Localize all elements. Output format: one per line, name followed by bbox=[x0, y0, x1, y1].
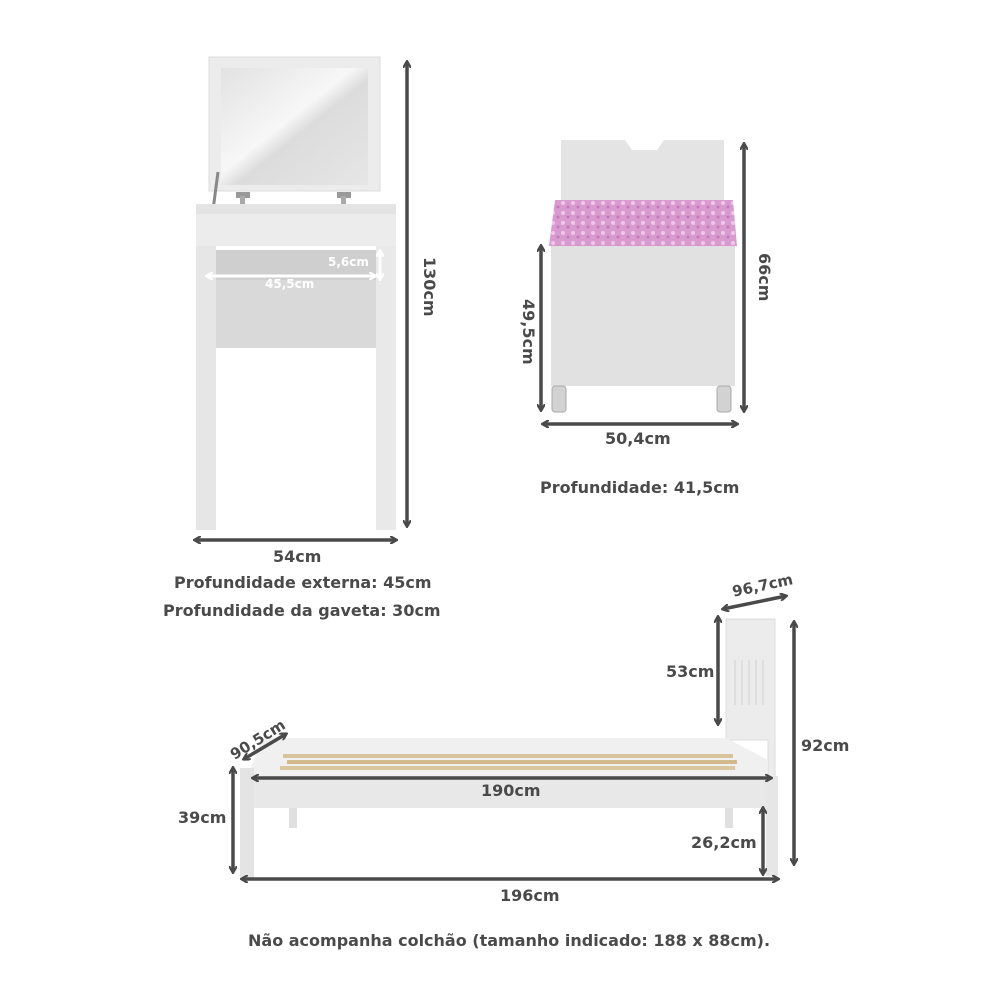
bed-inner-length-label: 190cm bbox=[481, 781, 541, 800]
drawer-width-label: 45,5cm bbox=[265, 277, 315, 291]
bed-total-height-label: 92cm bbox=[801, 736, 850, 755]
headboard-height-label: 53cm bbox=[666, 662, 715, 681]
bench-illustration bbox=[549, 140, 737, 413]
headboard-width-arrow bbox=[723, 596, 786, 609]
bed-leg-height-label: 26,2cm bbox=[691, 833, 757, 852]
bed-frame-width-arrow bbox=[244, 734, 286, 759]
vanity-depth-external: Profundidade externa: 45cm bbox=[174, 573, 432, 592]
bench-width-label: 50,4cm bbox=[605, 429, 671, 448]
vanity-width-label: 54cm bbox=[273, 547, 322, 566]
vanity-height-label: 130cm bbox=[420, 257, 439, 317]
bench-seat-height-label: 49,5cm bbox=[519, 299, 538, 365]
bed-total-length-label: 196cm bbox=[500, 886, 560, 905]
mattress-footnote: Não acompanha colchão (tamanho indicado:… bbox=[248, 931, 771, 950]
vanity-depth-drawer: Profundidade da gaveta: 30cm bbox=[163, 601, 441, 620]
vanity-illustration bbox=[196, 56, 396, 530]
bench-depth-label: Profundidade: 41,5cm bbox=[540, 478, 740, 497]
drawer-height-label: 5,6cm bbox=[328, 255, 369, 269]
bed-frame-height-label: 39cm bbox=[178, 808, 227, 827]
bench-total-height-label: 66cm bbox=[755, 253, 774, 302]
